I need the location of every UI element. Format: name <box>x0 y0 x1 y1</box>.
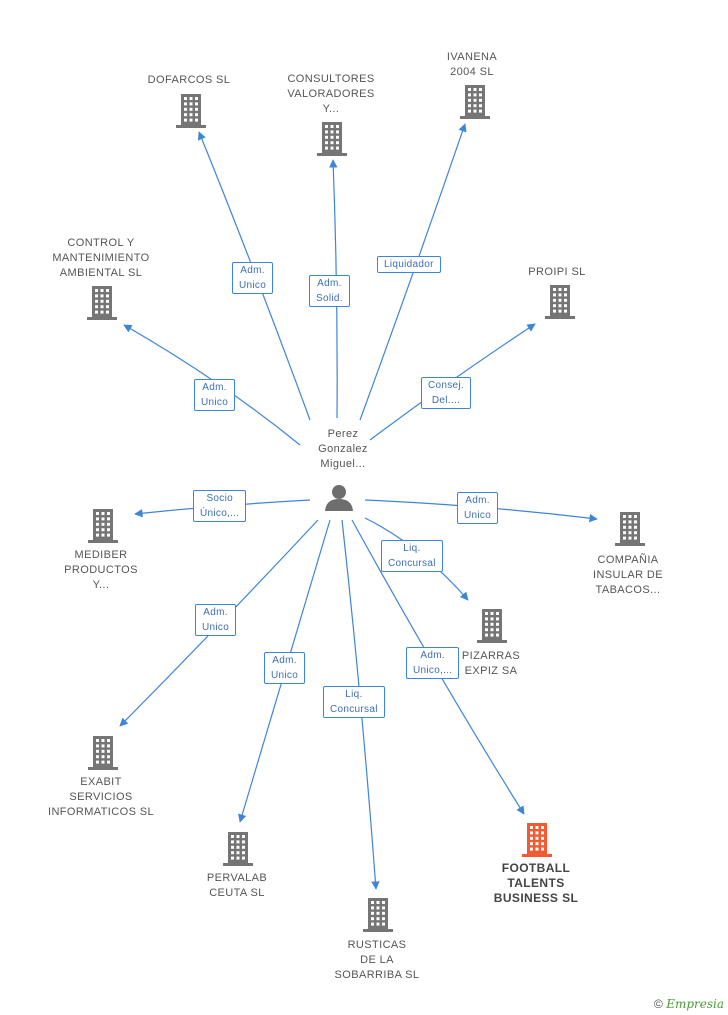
edges-layer <box>119 123 598 890</box>
company-label-compania[interactable]: COMPAÑIA INSULAR DE TABACOS... <box>592 554 664 596</box>
company-icon-pervalab[interactable] <box>223 832 253 866</box>
company-label-ivanena[interactable]: IVANENA 2004 SL <box>446 51 498 78</box>
brand-logo: Empresia <box>666 997 724 1011</box>
edge-label-control[interactable]: Adm. Unico <box>194 379 236 411</box>
company-label-consultores[interactable]: CONSULTORES VALORADORES Y... <box>287 73 375 115</box>
company-label-exabit[interactable]: EXABIT SERVICIOS INFORMATICOS SL <box>47 776 155 818</box>
company-icon-rusticas[interactable] <box>363 898 393 932</box>
company-icon-mediber[interactable] <box>88 509 118 543</box>
company-label-pizarras[interactable]: PIZARRAS EXPIZ SA <box>461 650 521 677</box>
edge-label-football[interactable]: Adm. Unico,... <box>406 647 460 679</box>
footer-brand: © Empresia <box>654 997 724 1011</box>
edge-label-ivanena[interactable]: Liquidador <box>377 256 441 273</box>
person-label[interactable]: Perez Gonzalez Miguel... <box>318 428 368 470</box>
edge-label-consultores[interactable]: Adm. Solid. <box>309 275 350 307</box>
company-label-rusticas[interactable]: RUSTICAS DE LA SOBARRIBA SL <box>334 939 420 981</box>
focus-company-icon-football[interactable] <box>522 823 552 857</box>
edge-label-compania[interactable]: Adm. Unico <box>457 492 499 524</box>
edge-label-pervalab[interactable]: Adm. Unico <box>264 652 306 684</box>
edge-label-rusticas[interactable]: Liq. Concursal <box>323 686 385 718</box>
company-label-proipi[interactable]: PROIPI SL <box>528 266 586 278</box>
company-icon-pizarras[interactable] <box>477 609 507 643</box>
company-label-pervalab[interactable]: PERVALAB CEUTA SL <box>206 872 268 899</box>
company-icon-dofarcos[interactable] <box>176 94 206 128</box>
copyright-symbol: © <box>654 997 663 1011</box>
company-icon-ivanena[interactable] <box>460 85 490 119</box>
nodes-layer <box>87 85 645 932</box>
company-label-mediber[interactable]: MEDIBER PRODUCTOS Y... <box>64 549 138 591</box>
company-icon-exabit[interactable] <box>88 736 118 770</box>
company-icon-compania[interactable] <box>615 512 645 546</box>
edge-label-pizarras[interactable]: Liq. Concursal <box>381 540 443 572</box>
edge-label-mediber[interactable]: Socio Único,... <box>193 490 247 522</box>
edge-label-proipi[interactable]: Consej. Del.... <box>421 377 472 409</box>
edge-label-exabit[interactable]: Adm. Unico <box>195 604 237 636</box>
company-icon-proipi[interactable] <box>545 285 575 319</box>
company-label-dofarcos[interactable]: DOFARCOS SL <box>147 74 231 86</box>
company-icon-consultores[interactable] <box>317 122 347 156</box>
company-label-control[interactable]: CONTROL Y MANTENIMIENTO AMBIENTAL SL <box>52 237 150 279</box>
company-icon-control[interactable] <box>87 286 117 320</box>
company-label-football[interactable]: FOOTBALL TALENTS BUSINESS SL <box>493 861 579 905</box>
edge-label-dofarcos[interactable]: Adm. Unico <box>232 262 274 294</box>
person-icon[interactable] <box>325 485 353 511</box>
